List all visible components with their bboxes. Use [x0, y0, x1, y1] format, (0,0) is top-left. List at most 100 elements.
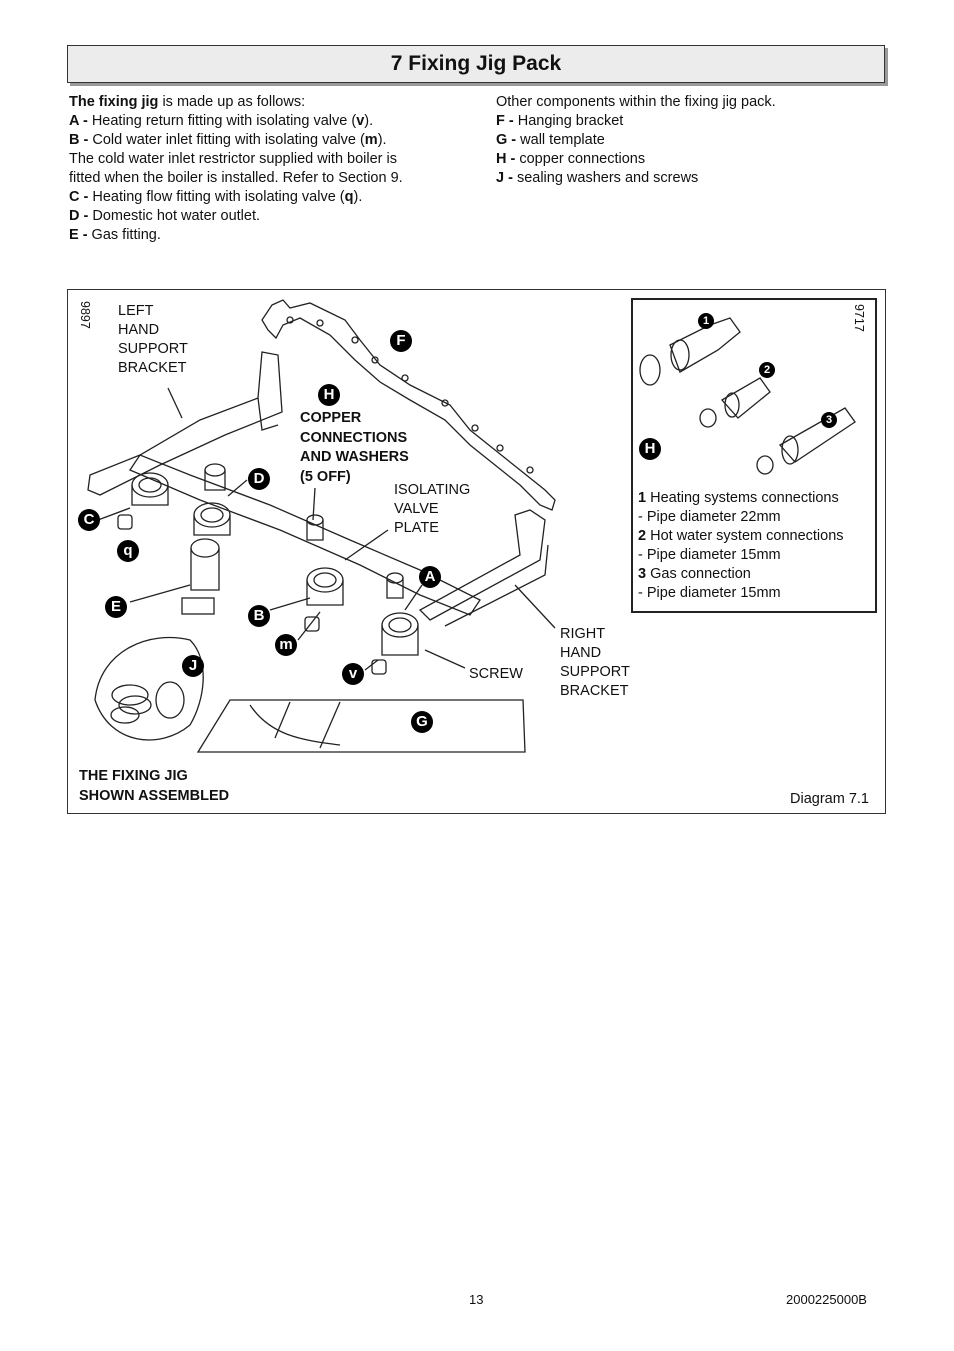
item-end: ). — [377, 132, 387, 148]
section-title-bar: 7 Fixing Jig Pack — [67, 45, 885, 83]
legend-2-sub: - Pipe diameter 15mm — [638, 547, 781, 563]
label-line: CONNECTIONS — [300, 429, 408, 446]
document-id: 2000225000B — [786, 1292, 867, 1307]
legend-2: 2 Hot water system connections — [638, 527, 844, 546]
badge-h: H — [318, 384, 340, 406]
item-end: ). — [364, 113, 374, 129]
item-key: G - — [496, 132, 517, 148]
badge-g: G — [411, 711, 433, 733]
badge-b: B — [248, 605, 270, 627]
inset-num-1: 1 — [698, 313, 714, 329]
copper-label: COPPER CONNECTIONS AND WASHERS (5 OFF) — [300, 409, 409, 487]
item-text: Heating return fitting with isolating va… — [87, 113, 357, 129]
legend-1-sub: - Pipe diameter 22mm — [638, 509, 781, 525]
inset-num-3: 3 — [821, 412, 837, 428]
label-line: RIGHT — [560, 626, 606, 642]
right-bracket-label: RIGHT HAND SUPPORT BRACKET — [560, 625, 630, 701]
label-line: BRACKET — [560, 683, 629, 699]
inset-num-2: 2 — [759, 362, 775, 378]
item-text: Hanging bracket — [513, 113, 624, 129]
item-end: ). — [353, 189, 363, 205]
badge-a: A — [419, 566, 441, 588]
label-line: AND WASHERS — [300, 449, 409, 465]
legend-num: 1 — [638, 490, 647, 506]
right-intro: Other components within the fixing jig p… — [496, 94, 776, 110]
item-key: C - — [69, 189, 89, 205]
item-key: J - — [496, 170, 513, 186]
label-line: SHOWN ASSEMBLED — [79, 787, 230, 804]
note-line-2: fitted when the boiler is installed. Ref… — [69, 170, 403, 186]
legend-3-sub: - Pipe diameter 15mm — [638, 585, 781, 601]
item-j: J - sealing washers and screws — [496, 169, 776, 188]
item-key: E - — [69, 227, 88, 243]
item-text: sealing washers and screws — [512, 170, 699, 186]
item-a: A - Heating return fitting with isolatin… — [69, 112, 403, 131]
legend-1: 1 Heating systems connections — [638, 489, 844, 508]
intro-rest: is made up as follows: — [158, 94, 306, 110]
item-key: F - — [496, 113, 514, 129]
left-bracket-label: LEFT HAND SUPPORT BRACKET — [118, 302, 188, 378]
label-line: LEFT — [118, 303, 154, 319]
item-key: D - — [69, 208, 89, 224]
label-line: VALVE — [394, 501, 439, 517]
diagram-ref-number: 9897 — [78, 301, 92, 329]
item-key: H - — [496, 151, 516, 167]
badge-q: q — [117, 540, 139, 562]
intro-line: The fixing jig is made up as follows: — [69, 93, 403, 112]
item-key: A - — [69, 113, 88, 129]
item-e: E - Gas fitting. — [69, 226, 403, 245]
right-column: Other components within the fixing jig p… — [496, 93, 776, 188]
diagram-caption: Diagram 7.1 — [790, 791, 869, 807]
inset-legend: 1 Heating systems connections - Pipe dia… — [638, 489, 844, 603]
inset-frame — [631, 298, 877, 613]
label-line: ISOLATING — [394, 482, 471, 498]
inset-ref-number: 9717 — [852, 304, 866, 332]
badge-m: m — [275, 634, 297, 656]
label-line: HAND — [118, 322, 160, 338]
item-d: D - Domestic hot water outlet. — [69, 207, 403, 226]
page-number: 13 — [469, 1292, 484, 1307]
badge-c: C — [78, 509, 100, 531]
label-line: (5 OFF) — [300, 468, 351, 485]
intro-bold: The fixing jig — [69, 94, 159, 110]
item-b: B - Cold water inlet fitting with isolat… — [69, 131, 403, 150]
legend-text: Hot water system connections — [646, 528, 844, 544]
item-text: Domestic hot water outlet. — [88, 208, 261, 224]
item-c: C - Heating flow fitting with isolating … — [69, 188, 403, 207]
label-line: SUPPORT — [118, 341, 188, 357]
badge-j: J — [182, 655, 204, 677]
legend-text: Heating systems connections — [646, 490, 839, 506]
item-text: Gas fitting. — [87, 227, 161, 243]
left-column: The fixing jig is made up as follows: A … — [69, 93, 403, 245]
legend-text: Gas connection — [646, 566, 751, 582]
item-valve-letter: q — [344, 189, 354, 205]
legend-num: 2 — [638, 528, 647, 544]
item-text: wall template — [516, 132, 605, 148]
item-text: copper connections — [515, 151, 646, 167]
item-text: Cold water inlet fitting with isolating … — [88, 132, 365, 148]
legend-3: 3 Gas connection — [638, 565, 844, 584]
item-text: Heating flow fitting with isolating valv… — [88, 189, 345, 205]
label-line: HAND — [560, 645, 602, 661]
label-line: BRACKET — [118, 360, 187, 376]
screw-label: SCREW — [469, 666, 523, 682]
note-line-1: The cold water inlet restrictor supplied… — [69, 151, 397, 167]
badge-d: D — [248, 468, 270, 490]
badge-f: F — [390, 330, 412, 352]
item-valve-letter: v — [356, 113, 365, 129]
isolating-label: ISOLATING VALVE PLATE — [394, 481, 470, 538]
section-title: 7 Fixing Jig Pack — [390, 52, 562, 75]
diagram-frame — [67, 289, 886, 814]
assembled-label: THE FIXING JIG SHOWN ASSEMBLED — [79, 767, 229, 806]
legend-num: 3 — [638, 566, 647, 582]
item-valve-letter: m — [364, 132, 378, 148]
item-key: B - — [69, 132, 89, 148]
label-line: THE FIXING JIG — [79, 768, 188, 784]
item-h: H - copper connections — [496, 150, 776, 169]
item-f: F - Hanging bracket — [496, 112, 776, 131]
label-line: SUPPORT — [560, 664, 630, 680]
label-line: PLATE — [394, 520, 439, 536]
item-g: G - wall template — [496, 131, 776, 150]
label-line: COPPER — [300, 410, 362, 426]
